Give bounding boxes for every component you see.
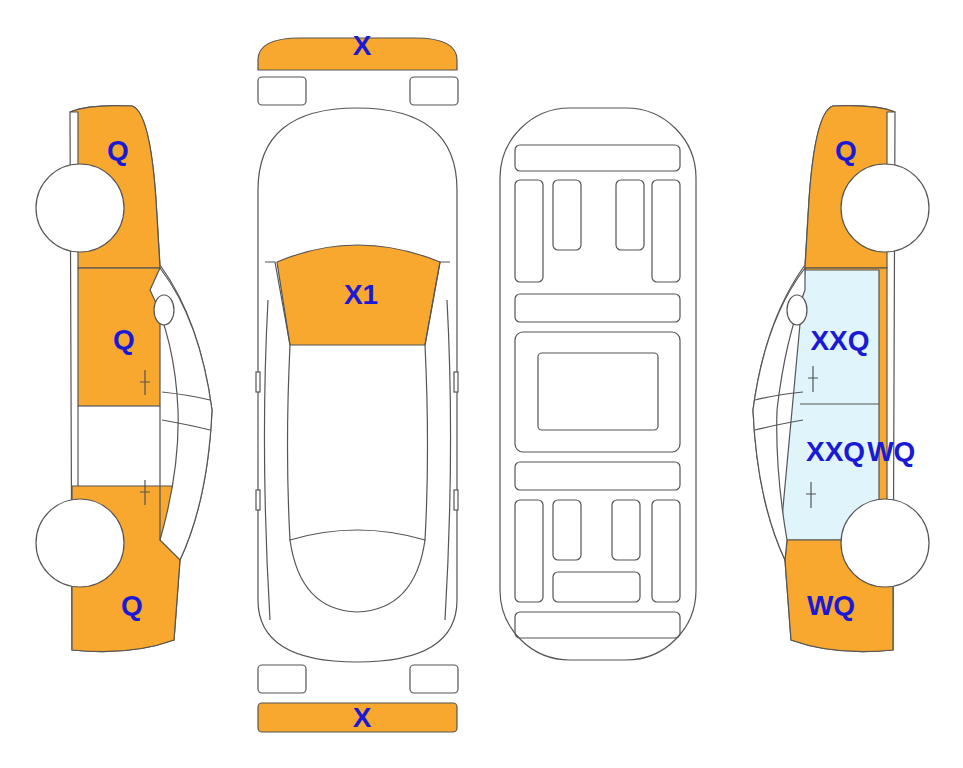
- damage-code: WQ: [807, 592, 855, 620]
- damage-code: Q: [107, 137, 129, 165]
- damage-code: X: [353, 32, 372, 60]
- damage-code: X: [353, 704, 372, 732]
- damage-code: Q: [835, 137, 857, 165]
- damage-code: X1: [344, 281, 378, 309]
- damage-code: WQ: [867, 438, 915, 466]
- damage-code: XXQ: [806, 438, 865, 466]
- damage-code: Q: [113, 326, 135, 354]
- damage-code: Q: [121, 592, 143, 620]
- damage-code: XXQ: [810, 327, 869, 355]
